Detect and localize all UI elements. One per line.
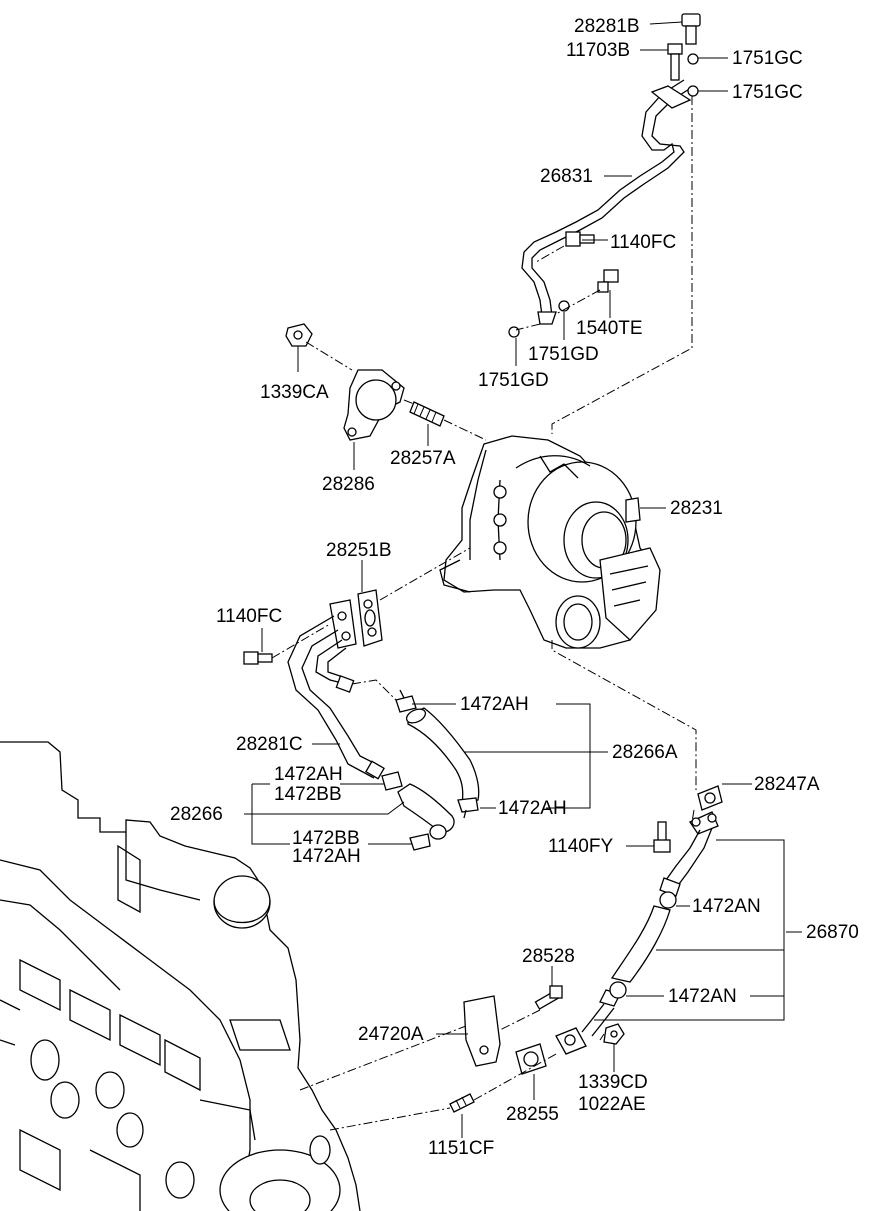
label-1472AH-c: 1472AH — [274, 764, 343, 785]
engine-block — [0, 741, 361, 1211]
label-28257A: 28257A — [390, 448, 456, 469]
bolt-28528 — [534, 985, 563, 1010]
nut-1339CD — [603, 1023, 625, 1045]
bolt-11703B — [667, 43, 683, 81]
label-1140FC-top: 1140FC — [610, 232, 676, 253]
stud-28257A — [409, 401, 445, 427]
label-1472AH-a: 1472AH — [460, 694, 529, 715]
bolt-1140FC-mid — [243, 651, 273, 665]
label-11703B: 11703B — [566, 40, 630, 61]
gasket-28286 — [343, 369, 405, 441]
label-1140FY: 1140FY — [548, 836, 613, 857]
label-26831: 26831 — [540, 166, 593, 187]
label-1339CD: 1339CD — [578, 1072, 648, 1093]
label-1540TE: 1540TE — [576, 318, 643, 339]
label-1472AN-b: 1472AN — [668, 986, 737, 1007]
oil-cap — [213, 875, 271, 929]
label-28255: 28255 — [506, 1104, 559, 1125]
label-26870: 26870 — [806, 922, 859, 943]
label-1472BB-b: 1472BB — [292, 828, 360, 849]
label-28247A: 28247A — [754, 774, 820, 795]
bolt-1140FC-top — [565, 231, 595, 247]
gasket-28255 — [515, 1043, 547, 1075]
label-28286: 28286 — [322, 474, 375, 495]
turbocharger-28231 — [439, 435, 661, 649]
clamp-1472AN-a — [659, 891, 677, 909]
clamp-1472AN-b — [609, 981, 627, 999]
bracket-24720A — [463, 995, 501, 1067]
label-1472AH-b: 1472AH — [498, 798, 567, 819]
label-1472AH-d: 1472AH — [292, 846, 361, 867]
label-1751GC-a: 1751GC — [732, 48, 803, 69]
label-1751GD-a: 1751GD — [528, 344, 599, 365]
oil-feed-pipe-26831 — [521, 79, 695, 325]
label-1472BB-a: 1472BB — [274, 784, 342, 805]
label-1751GD-b: 1751GD — [478, 370, 549, 391]
label-1022AE: 1022AE — [578, 1094, 646, 1115]
clamp-1472AH-a — [395, 689, 417, 713]
label-1339CA: 1339CA — [260, 382, 329, 403]
bolt-1140FY — [653, 821, 671, 853]
label-1472AN-a: 1472AN — [692, 896, 761, 917]
pipe-28281C — [287, 599, 385, 780]
washer-1751GC-a — [687, 53, 699, 65]
label-28266: 28266 — [170, 804, 223, 825]
label-28266A: 28266A — [612, 742, 678, 763]
label-28251B: 28251B — [326, 540, 392, 561]
bolt-28281B — [681, 13, 701, 45]
hose-28266 — [397, 783, 455, 840]
label-28528: 28528 — [522, 946, 575, 967]
label-28281C: 28281C — [236, 734, 303, 755]
nut-1339CA — [285, 323, 313, 347]
clamp-1472AH-c — [381, 771, 403, 791]
label-28231: 28231 — [670, 498, 723, 519]
return-pipe-26870 — [555, 811, 719, 1055]
clamp-1472AH-d — [409, 833, 431, 851]
label-24720A: 24720A — [358, 1024, 424, 1045]
part-labels: 28281B 11703B 1751GC 1751GC 26831 1140FC… — [170, 16, 859, 1159]
clamp-1472AH-b — [457, 797, 479, 819]
leader-lines — [244, 21, 802, 1138]
washer-1751GC-b — [687, 85, 699, 97]
bolt-1540TE — [597, 269, 619, 293]
stud-1151CF — [449, 1093, 475, 1113]
gasket-28247A — [697, 785, 723, 811]
gasket-28251B — [357, 589, 383, 647]
label-28281B: 28281B — [574, 16, 640, 37]
label-1751GC-b: 1751GC — [732, 82, 803, 103]
label-1140FC-mid: 1140FC — [216, 606, 282, 627]
label-1151CF: 1151CF — [428, 1138, 494, 1159]
washer-1751GD-b — [508, 326, 520, 338]
